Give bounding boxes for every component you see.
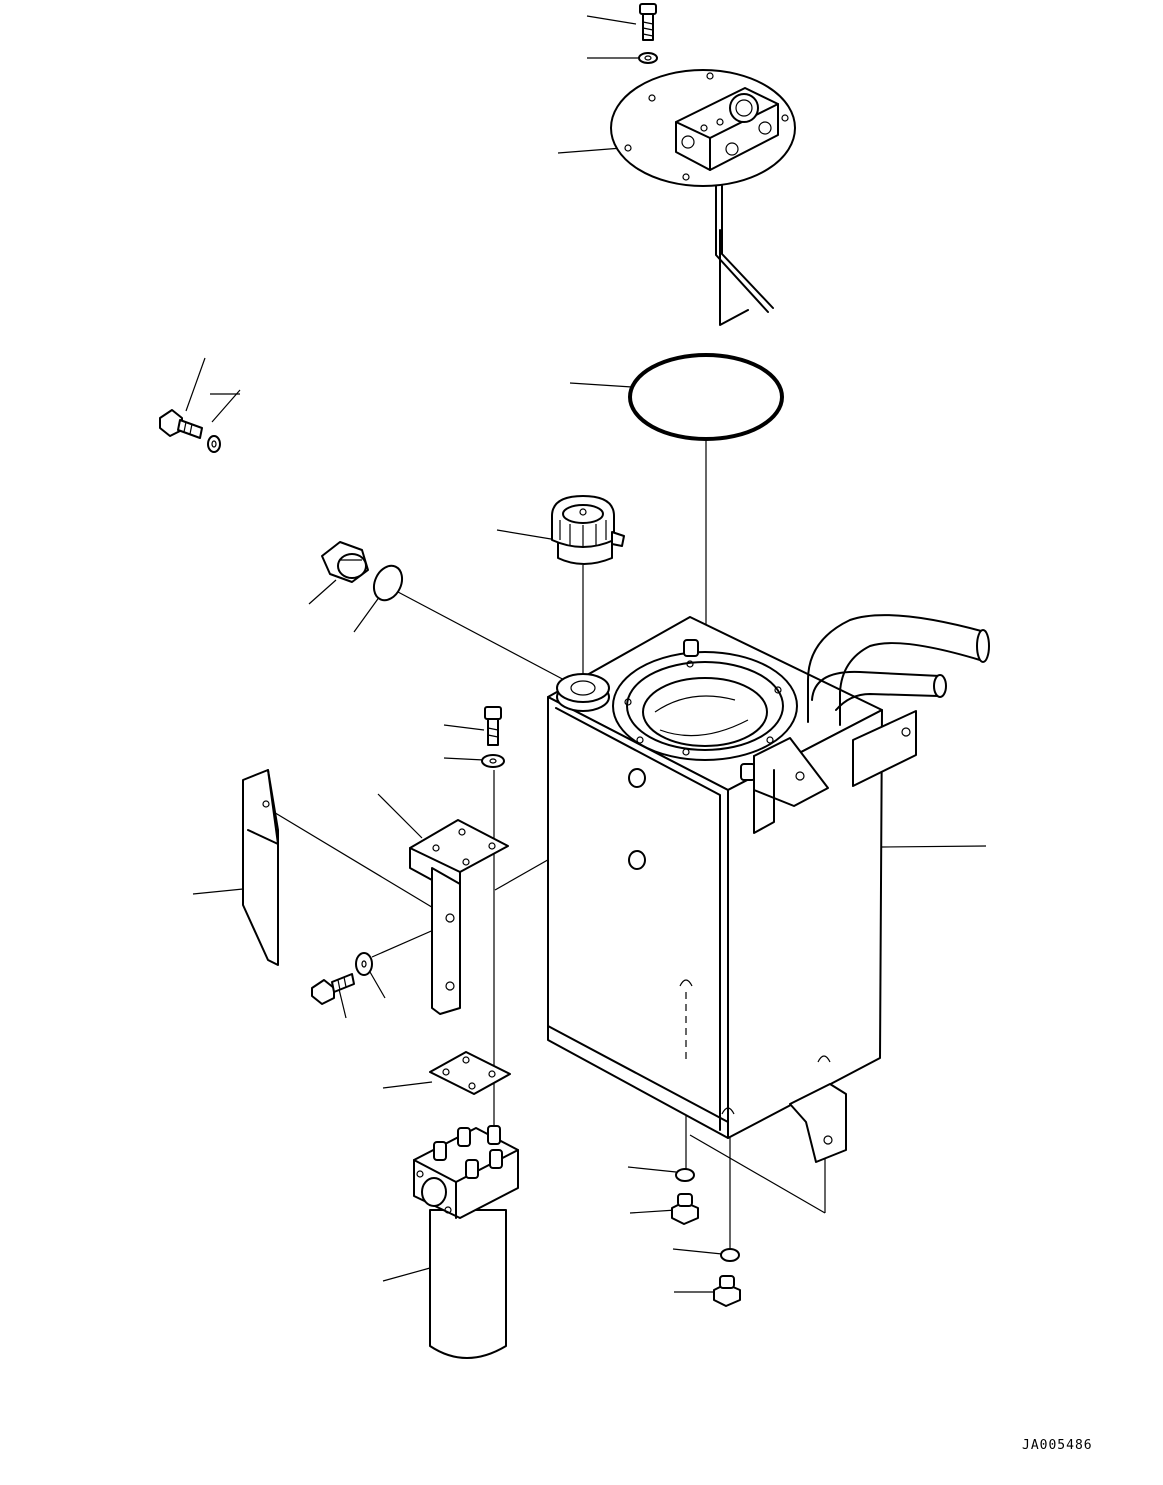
sight-gauge-plug: [321, 541, 369, 583]
bolt-top: [639, 3, 657, 41]
line-filter: [413, 1125, 519, 1359]
drain-seal-1: [675, 1168, 695, 1182]
leader-lines: [185, 15, 987, 1293]
cover-plate-with-valve-block: [610, 69, 796, 326]
bolt-center: [484, 706, 502, 746]
sight-gauge-seal: [372, 564, 404, 602]
washer-left: [207, 435, 221, 453]
washer-center: [481, 754, 505, 768]
drain-seal-2: [720, 1248, 740, 1262]
drawing-code: JA005486: [1022, 1438, 1093, 1453]
drain-plug-1: [671, 1193, 699, 1225]
bracket: [409, 819, 509, 1015]
o-ring: [628, 353, 784, 441]
bolt-lower: [311, 973, 355, 1005]
filter-gasket: [429, 1051, 511, 1095]
guard-plate: [242, 769, 279, 966]
bolt-left: [159, 409, 203, 439]
filler-cap: [551, 495, 625, 565]
washer-lower: [355, 952, 373, 976]
drain-plug-2: [713, 1275, 741, 1307]
washer-top: [638, 52, 658, 64]
hydraulic-tank: [547, 614, 990, 1163]
